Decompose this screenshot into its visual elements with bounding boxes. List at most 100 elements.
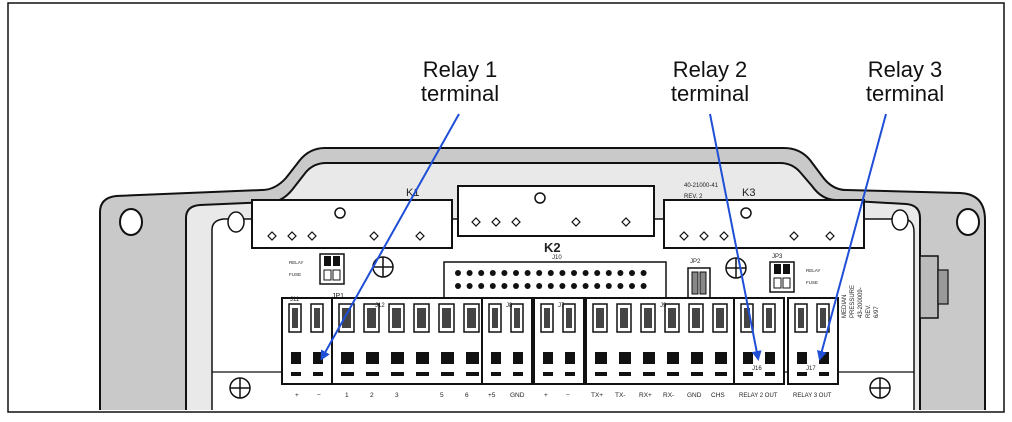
terminal-screw — [442, 308, 451, 328]
terminal-screw — [514, 308, 520, 328]
relay3-callout: Relay 3 terminal — [845, 58, 965, 106]
relay3-callout-line1: Relay 3 — [867, 57, 943, 82]
terminal-wire-entry — [291, 352, 301, 364]
pin-label: 5 — [440, 392, 444, 399]
side-connector — [919, 255, 939, 319]
relay3-callout-line2: terminal — [865, 81, 945, 106]
pin-label: 2 — [370, 392, 374, 399]
header-pin — [547, 270, 554, 276]
j7-label: J7 — [558, 303, 565, 309]
pin-label: TX+ — [591, 392, 603, 399]
header-pin — [617, 270, 624, 276]
jp3-label: JP3 — [772, 254, 783, 260]
relay3-arrow — [817, 113, 887, 361]
header-pin — [501, 283, 508, 289]
header-pin — [478, 283, 485, 289]
jumper-jp1 — [319, 253, 345, 285]
terminal-screw — [692, 308, 700, 328]
header-j10 — [443, 261, 667, 299]
terminal-screw — [544, 308, 550, 328]
screw-icon — [229, 377, 251, 399]
relay3-out-label: RELAY 3 OUT — [793, 393, 832, 399]
pin-label: +5 — [488, 392, 496, 399]
terminal-marker — [341, 372, 354, 376]
terminal-screw — [292, 308, 298, 328]
pin-label: 3 — [395, 392, 399, 399]
header-pin — [629, 270, 635, 276]
terminal-screw — [596, 308, 604, 328]
terminal-block-j17 — [787, 297, 839, 385]
relay1-callout-line1: Relay 1 — [422, 57, 498, 82]
header-pin — [559, 283, 566, 289]
terminal-wire-entry — [643, 352, 655, 364]
vertical-label-4: REV. — [866, 304, 872, 318]
terminal-wire-entry — [341, 352, 354, 364]
terminal-block-j12 — [331, 297, 489, 385]
header-pin — [466, 283, 473, 289]
terminal-blocks — [281, 297, 839, 385]
header-pin — [455, 283, 461, 289]
pin-label: 1 — [345, 392, 349, 399]
terminal-screw — [620, 308, 628, 328]
header-pin — [524, 270, 531, 276]
relay-k3-label: K3 — [742, 187, 755, 199]
header-pin — [629, 283, 635, 289]
mounting-hole-right — [956, 208, 980, 236]
pin-label: + — [295, 392, 299, 399]
relay-k1 — [251, 199, 453, 249]
header-pin — [513, 270, 519, 276]
terminal-marker — [765, 372, 775, 376]
terminal-marker — [643, 372, 655, 376]
header-pin — [466, 270, 473, 276]
pin-label: CHS — [711, 392, 725, 399]
relay2-arrow — [709, 113, 762, 361]
j8-label: J8 — [506, 303, 513, 309]
terminal-marker — [416, 372, 429, 376]
terminal-wire-entry — [391, 352, 404, 364]
terminal-marker — [491, 372, 501, 376]
header-pin — [536, 283, 543, 289]
header-pin — [640, 283, 647, 289]
terminal-screw — [744, 308, 750, 328]
vertical-label-2: PRESSURE — [850, 285, 856, 318]
terminal-wire-entry — [416, 352, 429, 364]
figure-frame — [7, 2, 1005, 413]
vertical-board-label: MEDIAN PRESSURE 43-200009- REV. 6/97 — [842, 285, 880, 318]
terminal-marker — [513, 372, 523, 376]
terminal-block-j9 — [585, 297, 737, 385]
terminal-marker — [313, 372, 323, 376]
relay1-callout-line2: terminal — [420, 81, 500, 106]
j9-label: J9 — [660, 303, 667, 309]
terminal-screw — [367, 308, 376, 328]
terminal-screw — [467, 308, 476, 328]
j16-label: J16 — [752, 366, 762, 372]
header-pin — [501, 270, 508, 276]
header-pin — [582, 270, 589, 276]
header-pin — [594, 270, 601, 276]
terminal-marker — [691, 372, 703, 376]
terminal-marker — [619, 372, 631, 376]
j12-label: J12 — [375, 303, 385, 309]
terminal-wire-entry — [366, 352, 379, 364]
header-pin — [489, 283, 496, 289]
terminal-wire-entry — [513, 352, 523, 364]
terminal-marker — [715, 372, 727, 376]
relay2-callout-line1: Relay 2 — [672, 57, 748, 82]
vertical-label-5: 6/97 — [874, 306, 880, 318]
terminal-screw — [314, 308, 320, 328]
terminal-screw — [716, 308, 724, 328]
terminal-screw — [798, 308, 804, 328]
j17-label: J17 — [806, 366, 816, 372]
terminal-wire-entry — [595, 352, 607, 364]
jumper-jp3 — [769, 261, 795, 293]
header-pin — [640, 270, 647, 276]
side-connector-plug — [937, 269, 949, 305]
header-pin — [617, 283, 624, 289]
header-pin — [524, 283, 531, 289]
terminal-marker — [441, 372, 454, 376]
relay2-callout-line2: terminal — [670, 81, 750, 106]
terminal-marker — [291, 372, 301, 376]
terminal-wire-entry — [765, 352, 775, 364]
